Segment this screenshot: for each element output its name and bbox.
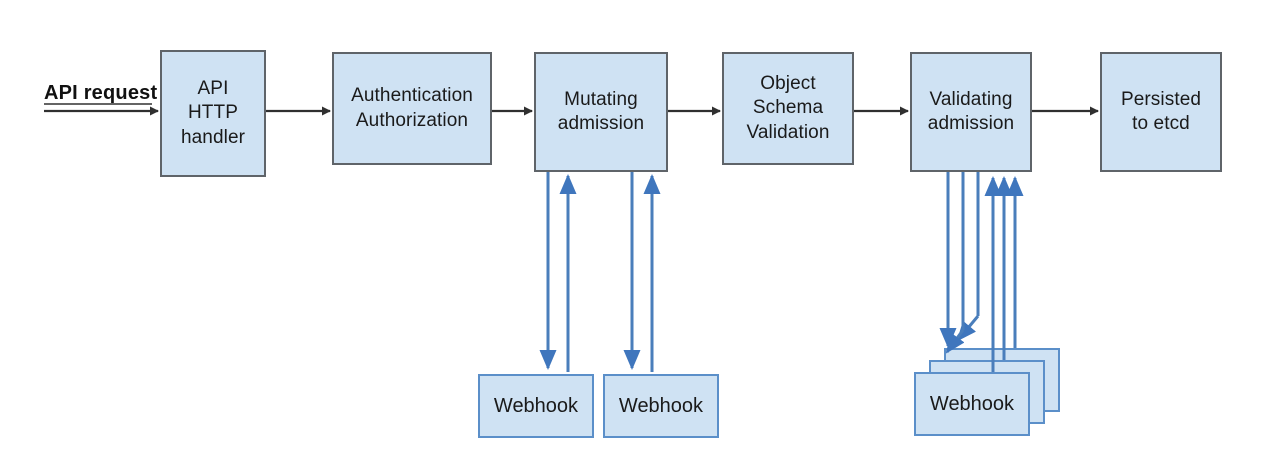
stage-validating-admission[interactable]: Validating admission [910,52,1032,172]
mutating-webhook-1[interactable]: Webhook [478,374,594,438]
stage-authentication-authorization[interactable]: Authentication Authorization [332,52,492,165]
validating-webhook-arrows [939,172,1024,372]
validating-webhook-front[interactable]: Webhook [914,372,1030,436]
mutating-webhook-2[interactable]: Webhook [603,374,719,438]
stage-mutating-admission[interactable]: Mutating admission [534,52,668,172]
stage-persisted-to-etcd[interactable]: Persisted to etcd [1100,52,1222,172]
mutating-webhook-arrows [539,172,661,372]
api-request-label: API request [44,82,158,104]
stage-object-schema-validation[interactable]: Object Schema Validation [722,52,854,165]
stage-api-http-handler[interactable]: API HTTP handler [160,50,266,177]
arrow-validating-call-webhook-back [956,315,980,342]
